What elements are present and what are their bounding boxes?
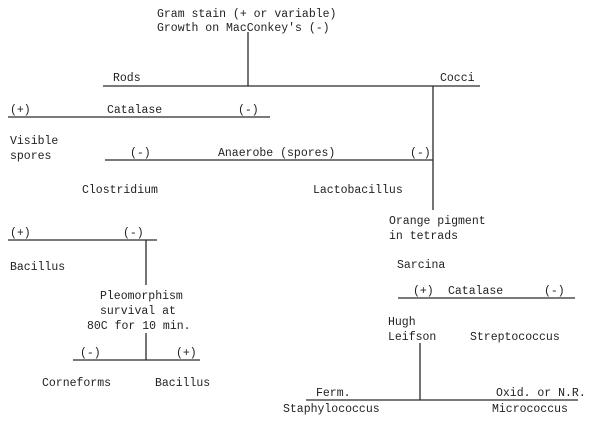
sarcina-label: Sarcina — [397, 259, 445, 272]
micrococcus-label: Micrococcus — [492, 403, 568, 416]
catalase-cocci-positive: (+) — [413, 285, 434, 298]
anaerobe-negative-left: (-) — [130, 147, 151, 160]
catalase-cocci-label: Catalase — [448, 285, 503, 298]
visible-spores-line-2: spores — [10, 150, 51, 163]
oxid-label: Oxid. or N.R. — [496, 387, 586, 400]
streptococcus-label: Streptococcus — [470, 331, 560, 344]
anaerobe-negative-right: (-) — [410, 147, 431, 160]
clostridium-label: Clostridium — [82, 184, 158, 197]
hugh-leifson-line-1: Hugh — [388, 316, 416, 329]
spore-split-positive: (+) — [10, 227, 31, 240]
title-line-1: Gram stain (+ or variable) — [157, 8, 336, 21]
pleomorphism-negative: (-) — [80, 347, 101, 360]
corneforms-label: Corneforms — [42, 377, 111, 390]
visible-spores-line-1: Visible — [10, 135, 58, 148]
hugh-leifson-line-2: Leifson — [388, 331, 436, 344]
orange-pigment-line-1: Orange pigment — [389, 215, 486, 228]
staphylococcus-label: Staphylococcus — [283, 403, 380, 416]
bacillus-label-1: Bacillus — [10, 261, 65, 274]
pleomorphism-line-3: 80C for 10 min. — [87, 320, 191, 333]
catalase-rods-label: Catalase — [107, 104, 162, 117]
catalase-rods-positive: (+) — [10, 104, 31, 117]
orange-pigment-line-2: in tetrads — [389, 230, 458, 243]
spore-split-negative: (-) — [123, 227, 144, 240]
pleomorphism-line-1: Pleomorphism — [100, 290, 183, 303]
pleomorphism-positive: (+) — [176, 347, 197, 360]
ferm-label: Ferm. — [316, 387, 351, 400]
catalase-rods-negative: (-) — [238, 104, 259, 117]
anaerobe-label: Anaerobe (spores) — [218, 147, 335, 160]
rods-label: Rods — [113, 72, 141, 85]
cocci-label: Cocci — [440, 72, 475, 85]
pleomorphism-line-2: survival at — [100, 305, 176, 318]
catalase-cocci-negative: (-) — [544, 285, 565, 298]
bacillus-label-2: Bacillus — [155, 377, 210, 390]
lactobacillus-label: Lactobacillus — [313, 184, 403, 197]
title-line-2: Growth on MacConkey's (-) — [157, 22, 330, 35]
